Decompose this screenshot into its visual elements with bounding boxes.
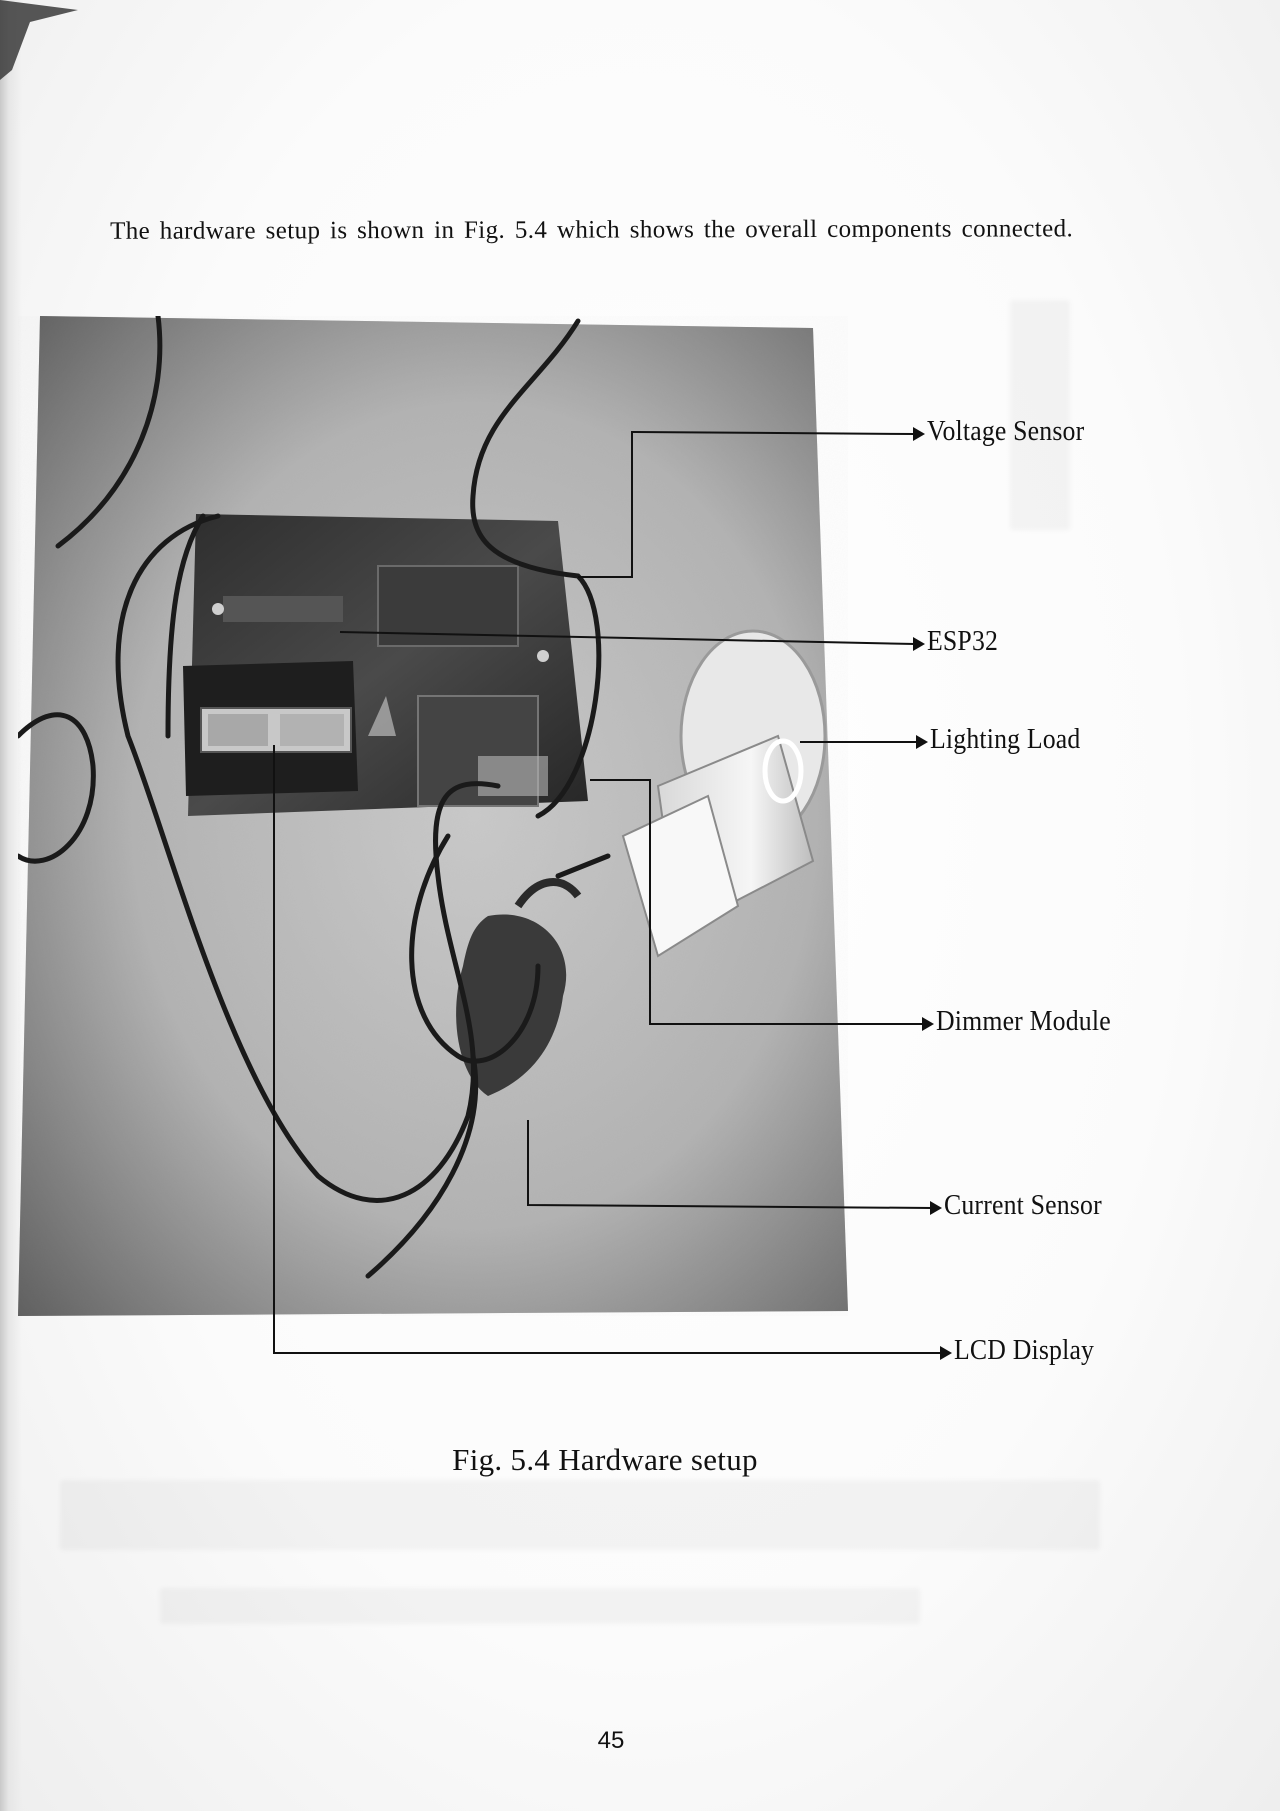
body-paragraph: The hardware setup is shown in Fig. 5.4 …: [34, 208, 1114, 252]
callout-current-sensor: Current Sensor: [944, 1190, 1102, 1221]
page-number: 45: [597, 1727, 625, 1754]
bleed-through-mark: [160, 1588, 920, 1624]
callout-dimmer-module: Dimmer Module: [936, 1006, 1111, 1037]
scan-edge-shadow: [0, 0, 22, 1811]
hardware-photo: [18, 316, 848, 1316]
callout-voltage-sensor: Voltage Sensor: [927, 416, 1085, 447]
hardware-photo-image: [18, 316, 848, 1316]
figure-caption: Fig. 5.4 Hardware setup: [452, 1442, 758, 1477]
callout-esp32: ESP32: [927, 626, 999, 657]
scan-corner-mark: [0, 0, 78, 80]
bleed-through-mark: [1010, 300, 1070, 530]
callout-lcd-display: LCD Display: [954, 1335, 1095, 1366]
bleed-through-mark: [60, 1480, 1100, 1550]
body-paragraph-text: The hardware setup is shown in Fig. 5.4 …: [110, 215, 1074, 245]
board-shape: [183, 514, 588, 816]
callout-lighting-load: Lighting Load: [930, 724, 1081, 755]
